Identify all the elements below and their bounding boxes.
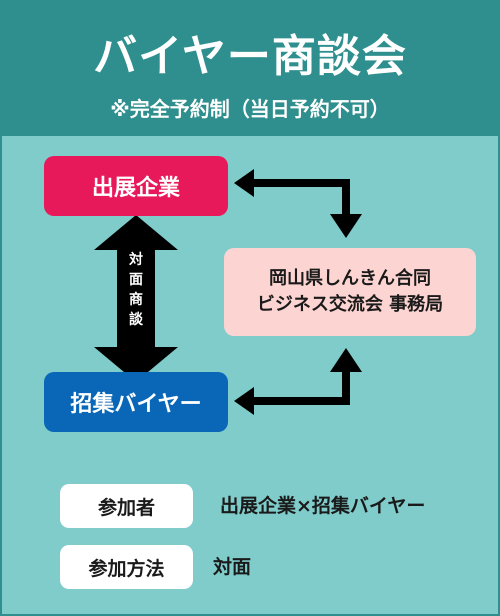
arrowhead-down-to-organizer: [330, 214, 362, 238]
method-label-chip: 参加方法: [60, 545, 193, 589]
exhibitor-node: 出展企業: [44, 156, 228, 216]
participants-label: 参加者: [97, 496, 155, 519]
participants-label-chip: 参加者: [60, 484, 193, 528]
buyer-node: 招集バイヤー: [44, 372, 228, 432]
vertical-char: 対: [129, 252, 143, 268]
arrow-organizer-to-buyer: [250, 364, 350, 405]
organizer-label-line2: ビジネス交流会 事務局: [256, 294, 444, 315]
arrowhead-up-to-organizer: [330, 348, 362, 372]
arrowhead-left-to-buyer: [234, 387, 254, 415]
page-title: バイヤー商談会: [93, 31, 407, 82]
exhibitor-label: 出展企業: [91, 176, 180, 201]
method-label: 参加方法: [88, 557, 165, 580]
organizer-label-line1: 岡山県しんきん合同: [269, 268, 431, 289]
participants-value: 出展企業×招集バイヤー: [220, 495, 426, 517]
vertical-char: 商: [129, 292, 143, 308]
page-subtitle: ※完全予約制（当日予約不可）: [110, 97, 390, 121]
organizer-node: 岡山県しんきん合同 ビジネス交流会 事務局: [224, 248, 476, 336]
vertical-char: 談: [129, 312, 143, 328]
face-to-face-label: 対 面 商 談: [122, 250, 150, 330]
method-value: 対面: [213, 556, 252, 578]
arrow-exhibitor-to-organizer: [248, 179, 350, 218]
buyer-label: 招集バイヤー: [70, 392, 202, 417]
header-banner: バイヤー商談会 ※完全予約制（当日予約不可）: [2, 2, 498, 136]
arrowhead-left-to-exhibitor: [234, 169, 254, 197]
face-to-face-double-arrow: [94, 215, 178, 382]
vertical-char: 面: [129, 272, 143, 288]
